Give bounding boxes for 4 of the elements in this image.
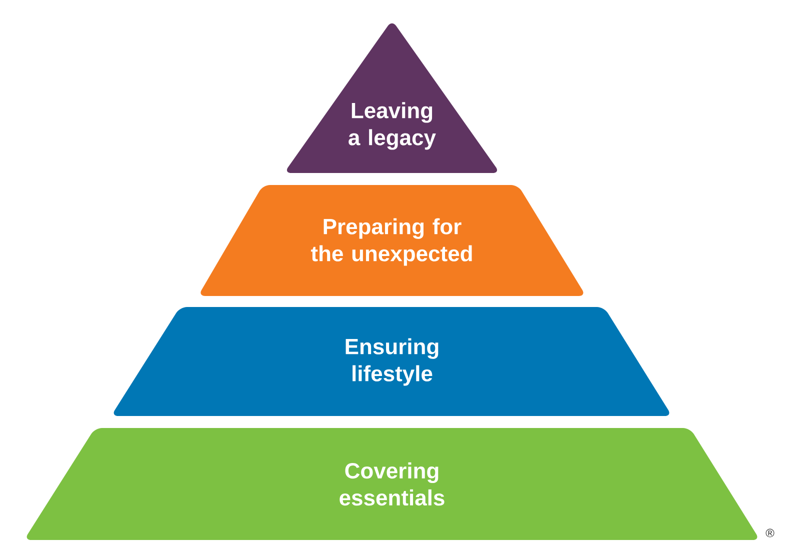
pyramid-tier: Covering essentials	[26, 428, 758, 540]
pyramid-tier: Preparing for the unexpected	[200, 185, 584, 296]
pyramid-tier: Leaving a legacy	[286, 23, 498, 173]
pyramid-tier: Ensuring lifestyle	[114, 307, 670, 416]
